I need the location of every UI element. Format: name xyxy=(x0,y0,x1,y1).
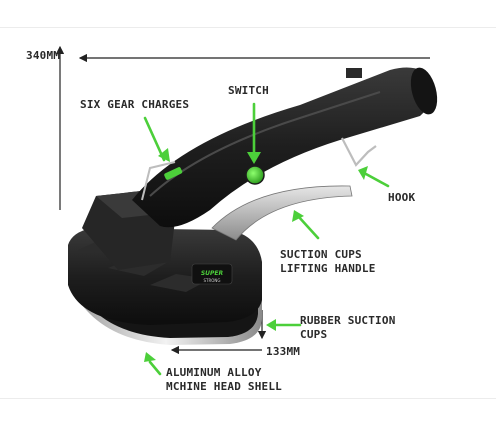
brand-badge: SUPER STRONG xyxy=(191,263,233,285)
brand-logo-sub: STRONG xyxy=(203,278,220,283)
hook-callout-arrow xyxy=(364,172,390,188)
wire-guard xyxy=(141,161,176,201)
width-label: 133MM xyxy=(266,345,301,358)
handle-callout-arrow xyxy=(296,214,320,240)
length-label: 340MM xyxy=(26,49,61,62)
hook-label: HOOK xyxy=(388,191,416,204)
shell-callout-arrow xyxy=(148,360,162,376)
top-bracket xyxy=(346,68,362,78)
gear-callout-arrow xyxy=(143,116,166,162)
shell-label-line2: MCHINE HEAD SHELL xyxy=(166,380,282,393)
switch-label: SWITCH xyxy=(228,84,269,97)
handle-label-line1: SUCTION CUPS xyxy=(280,248,362,261)
rubber-label-line2: CUPS xyxy=(300,328,328,341)
shell-label-line1: ALUMINUM ALLOY xyxy=(166,366,262,379)
top-divider xyxy=(0,27,496,28)
gear-label: SIX GEAR CHARGES xyxy=(80,98,190,111)
lifting-handle xyxy=(211,185,353,241)
callout-arrows xyxy=(143,102,390,376)
brand-logo-text: SUPER xyxy=(201,270,224,277)
hook xyxy=(341,137,377,167)
rubber-label-line1: RUBBER SUCTION xyxy=(300,314,396,327)
bottom-divider xyxy=(0,398,496,399)
dimension-lines xyxy=(55,45,430,355)
switch-button xyxy=(245,165,265,185)
handle-label-line2: LIFTING HANDLE xyxy=(280,262,376,275)
gear-indicator xyxy=(164,167,183,180)
main-handle xyxy=(132,67,438,228)
